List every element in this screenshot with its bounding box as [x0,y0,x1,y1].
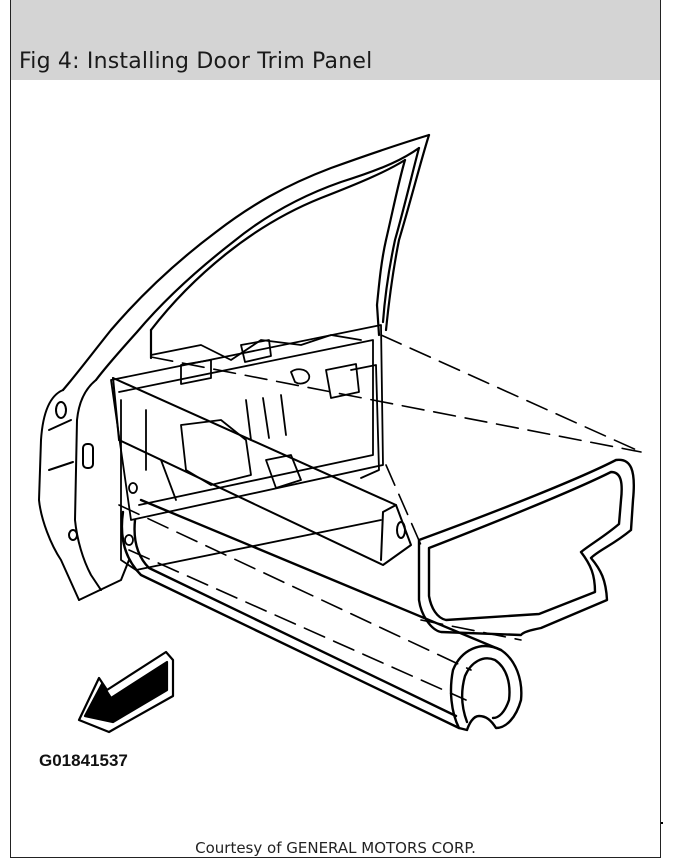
door-trim-diagram [38,133,642,734]
trim-brace [112,377,412,566]
inner-door-panel [110,324,384,571]
lower-trim-tube [120,498,523,732]
figure-title: Fig 4: Installing Door Trim Panel [19,49,373,74]
forward-arrow-icon [77,650,175,734]
hinge-pillar [38,379,130,601]
figure-header: Fig 4: Installing Door Trim Panel [11,0,660,80]
door-frame [61,133,431,392]
figure-frame: Fig 4: Installing Door Trim Panel [10,0,663,858]
door-trim-panel [417,458,635,637]
frame-tick-mark [661,822,663,824]
courtesy-credit: Courtesy of GENERAL MOTORS CORP. [195,839,476,857]
alignment-guides [118,334,642,701]
figure-id: G01841537 [39,751,128,770]
